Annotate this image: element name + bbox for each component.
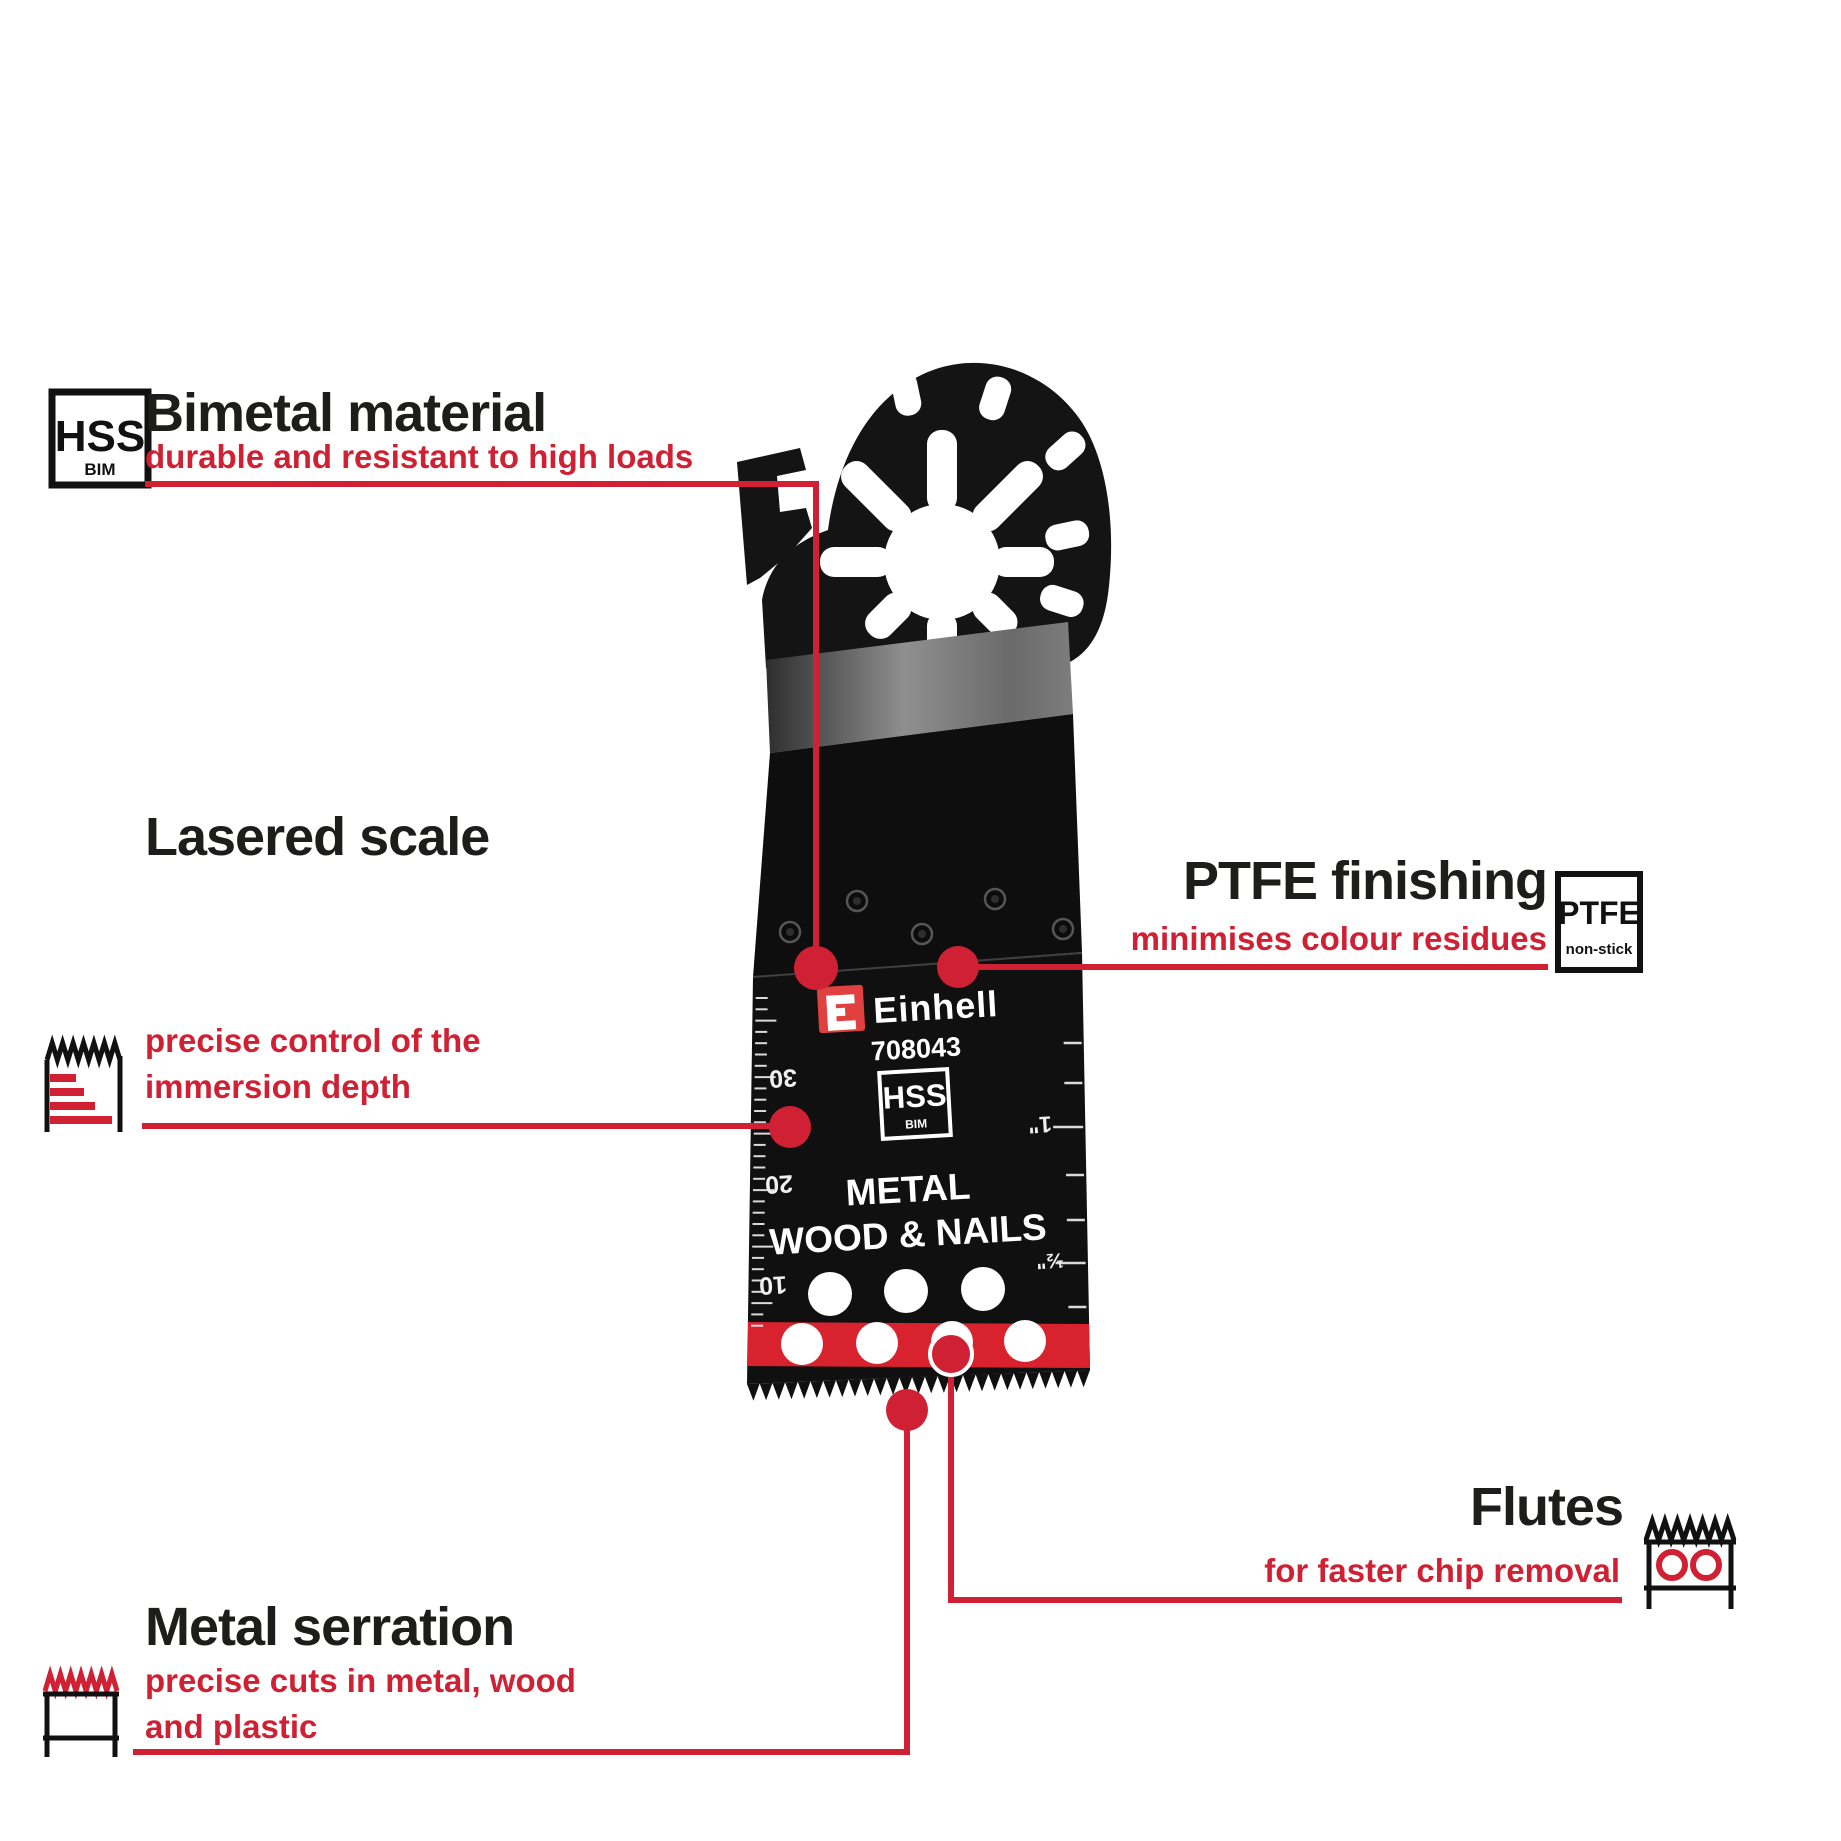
serration-title: Metal serration (145, 1597, 515, 1657)
star-mount-cutout (808, 371, 1090, 654)
ptfe-subtitle: minimises colour residues (1130, 920, 1547, 957)
weld-rivets (778, 887, 1075, 946)
lasered-subtitle-line2: immersion depth (145, 1068, 411, 1105)
saw-blade: 30 20 10 1" ½" Einhell 708043 HSS BIM ME… (737, 362, 1112, 1401)
callout-dots (769, 946, 979, 1431)
ptfe-dot (937, 946, 979, 988)
flutes-connector-line (948, 1354, 1622, 1603)
hss-bim-blade-badge: HSS BIM (877, 1067, 953, 1141)
bim-icon-text: BIM (84, 460, 115, 479)
bimetal-connector-line (145, 481, 819, 968)
ptfe-title: PTFE finishing (1183, 851, 1548, 911)
scale-label-half-in: ½" (1035, 1248, 1064, 1273)
lasered-scale-icon-bars (50, 1074, 112, 1124)
lasered-scale-ticks-right (1053, 1041, 1087, 1309)
nonstick-icon-text: non-stick (1566, 941, 1633, 958)
serration-subtitle-line1: precise cuts in metal, wood (145, 1662, 576, 1699)
ptfe-icon-text: PTFE (1558, 895, 1640, 931)
weld-band (753, 714, 1082, 977)
material-line1: METAL (845, 1166, 972, 1214)
scale-label-1in: 1" (1027, 1111, 1052, 1138)
einhell-logo (816, 984, 866, 1034)
scale-label-20: 20 (764, 1169, 793, 1199)
scale-label-10: 10 (758, 1270, 787, 1300)
serration-subtitle-line2: and plastic (145, 1708, 318, 1745)
red-stripe (748, 1322, 1090, 1368)
flutes-icon (1643, 1512, 1737, 1609)
bimetal-title: Bimetal material (145, 383, 547, 443)
lasered-title: Lasered scale (145, 807, 490, 867)
part-number: 708043 (870, 1032, 962, 1067)
serration-dot (886, 1389, 928, 1431)
flutes-dot (928, 1331, 974, 1377)
bimetal-dot (794, 946, 838, 990)
callout-connectors (133, 481, 1622, 1755)
badge-hss-text: HSS (882, 1077, 948, 1116)
lasered-subtitle-line1: precise control of the (145, 1022, 481, 1059)
lasered-scale-ticks-left (751, 997, 777, 1327)
scale-label-30: 30 (768, 1063, 797, 1093)
hss-bim-icon: HSS BIM (48, 388, 152, 489)
flutes-subtitle: for faster chip removal (1264, 1552, 1620, 1589)
metal-serration-icon (42, 1665, 120, 1757)
flutes-title: Flutes (1469, 1477, 1624, 1537)
serration-connector-line (133, 1410, 910, 1755)
ptfe-coating-band (766, 622, 1073, 753)
brand-wordmark: Einhell (872, 983, 999, 1031)
bimetal-subtitle: durable and resistant to high loads (145, 438, 694, 475)
ptfe-icon: PTFE non-stick (1555, 871, 1643, 973)
lasered-scale-icon (44, 1034, 123, 1132)
lasered-dot (769, 1106, 811, 1148)
serrated-edge (747, 1369, 1090, 1401)
badge-bim-text: BIM (905, 1116, 928, 1131)
hss-icon-text: HSS (55, 412, 145, 461)
